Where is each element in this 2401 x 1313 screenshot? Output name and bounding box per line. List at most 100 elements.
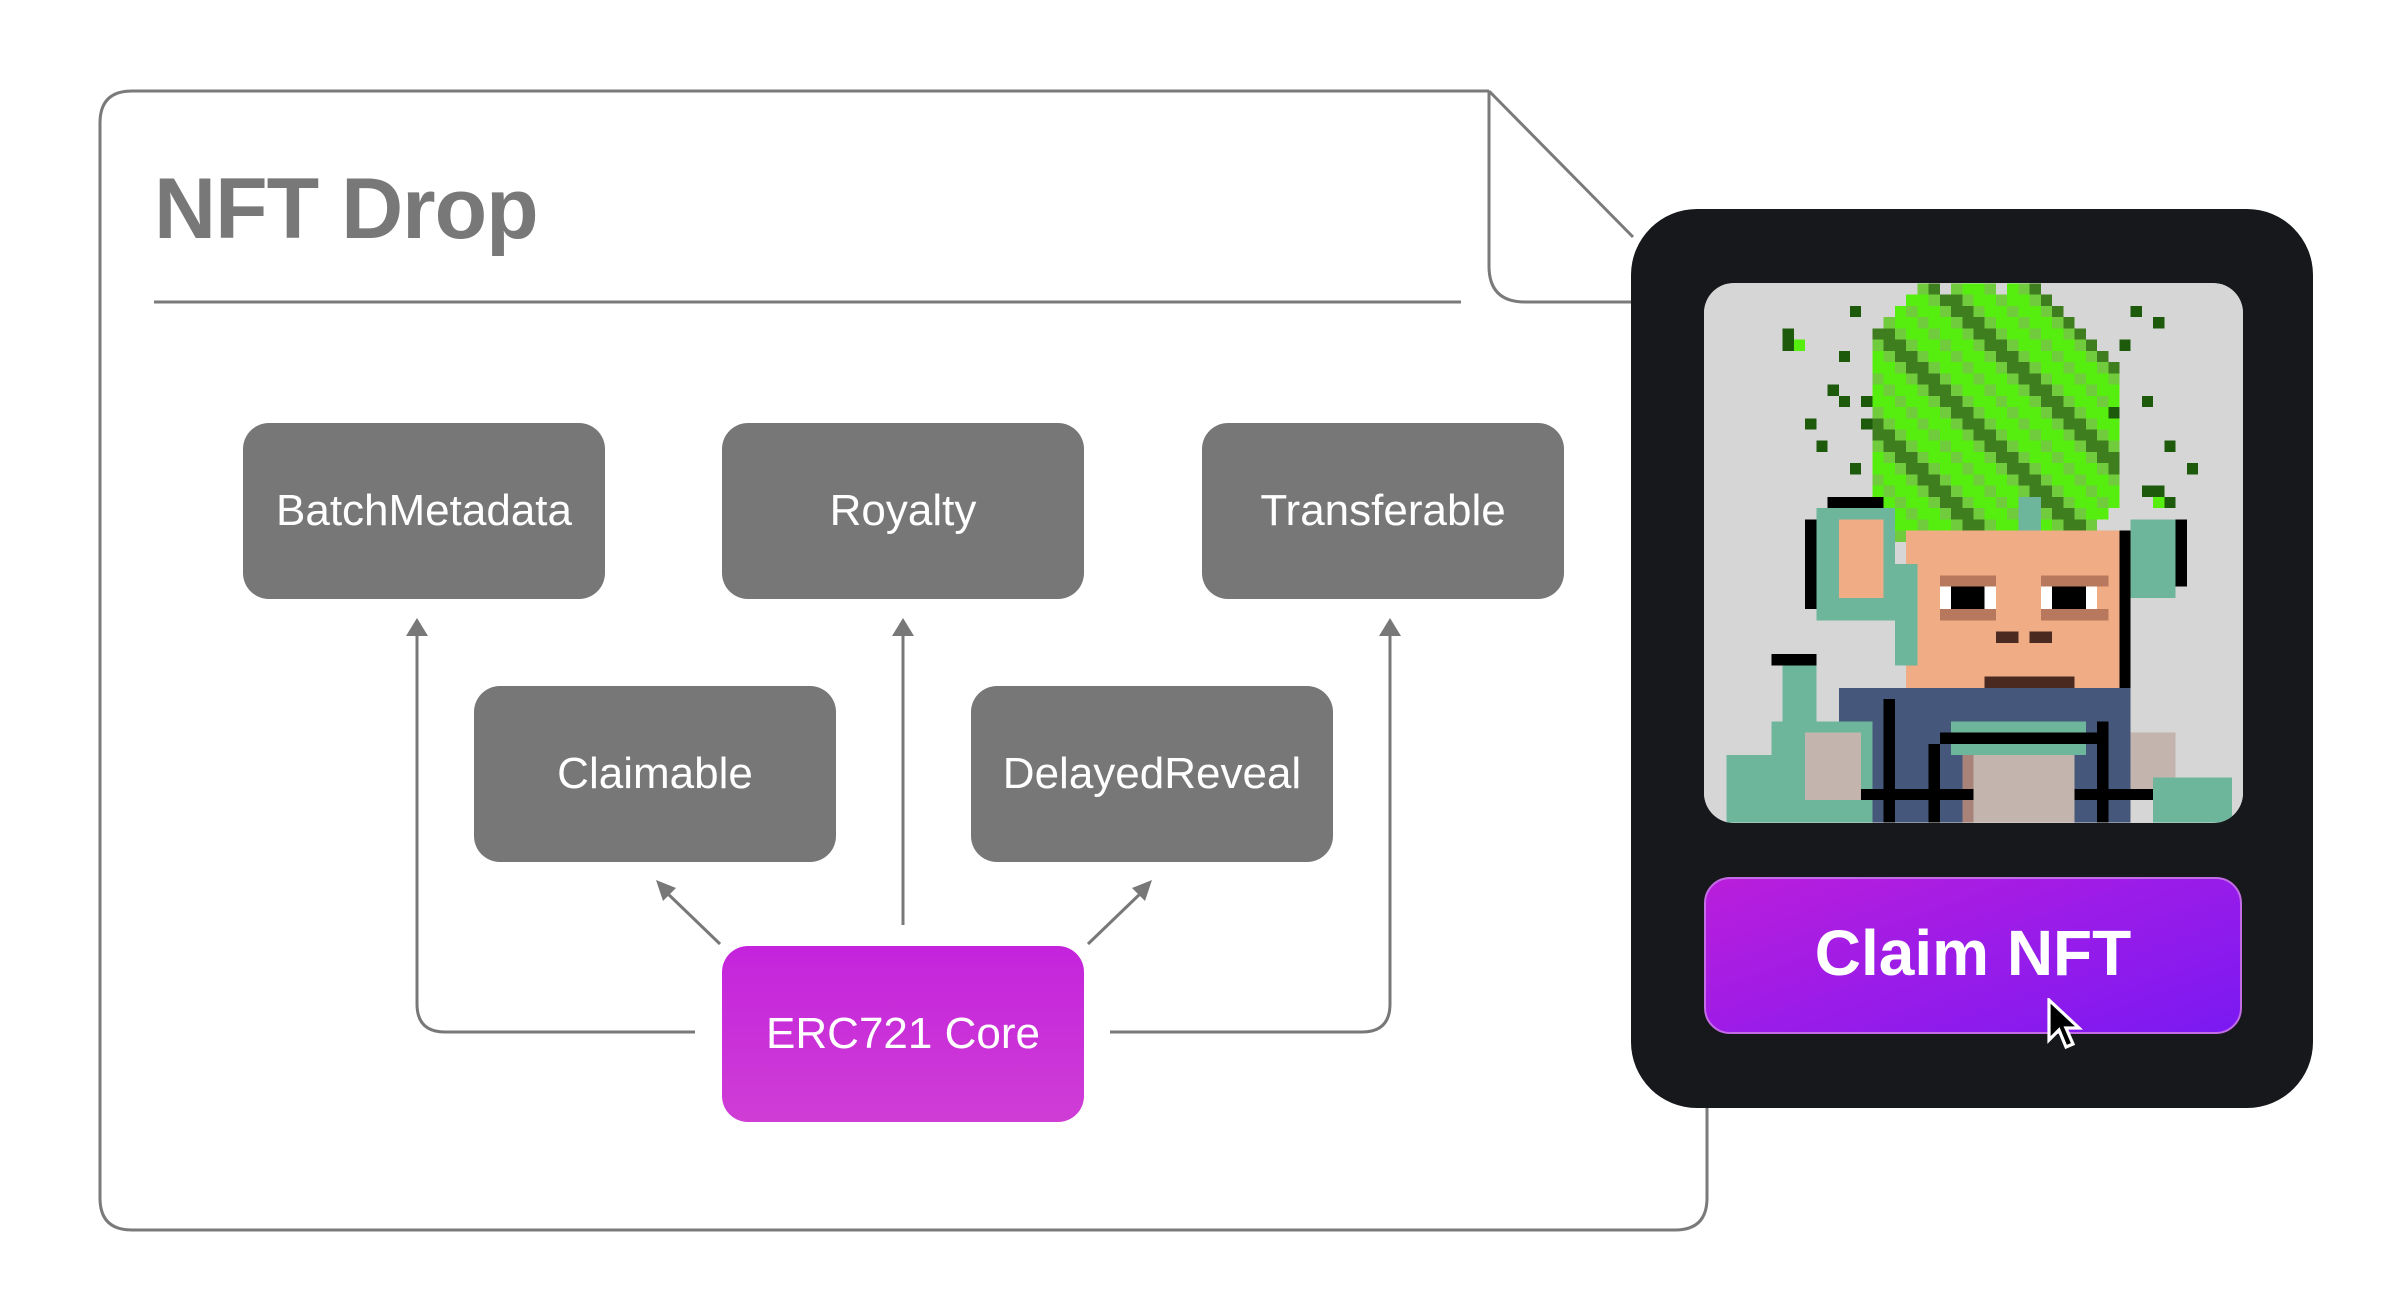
hair-pixel: [1973, 451, 1985, 464]
hair-speck: [1849, 463, 1862, 475]
hair-speck: [2108, 407, 2120, 419]
hair-pixel: [2074, 418, 2086, 430]
hair-pixel: [1984, 429, 1996, 441]
hair-speck: [2153, 496, 2165, 509]
arrowhead-batchmetadata: [406, 618, 428, 636]
hair-pixel: [2063, 384, 2075, 396]
hair-pixel: [2074, 474, 2086, 486]
hair-pixel: [1995, 350, 2008, 363]
hair-pixel: [2108, 362, 2120, 374]
module-batch-metadata: BatchMetadata: [243, 423, 605, 599]
hair-pixel: [2040, 328, 2053, 340]
hair-pixel: [2085, 373, 2098, 385]
hair-pixel: [1906, 407, 1918, 419]
hair-pixel: [1917, 395, 1929, 408]
hair-pixel: [2108, 384, 2120, 396]
hair-pixel: [2007, 317, 2019, 329]
hair-pixel: [2108, 463, 2120, 475]
edge-core-transferable: [1110, 624, 1392, 1034]
hair-pixel: [1917, 451, 1929, 464]
hair-pixel: [1973, 407, 1985, 419]
hair-pixel: [1917, 418, 1929, 430]
hair-speck: [1861, 418, 1873, 430]
hair-pixel: [1883, 384, 1895, 396]
hair-pixel: [2052, 395, 2064, 408]
hair-speck: [2119, 339, 2131, 351]
hair-pixel: [1928, 283, 1940, 295]
hair-pixel: [1951, 362, 1963, 374]
hair-pixel: [2007, 440, 2019, 452]
hair-pixel: [2063, 373, 2075, 385]
hair-pixel: [2007, 429, 2019, 441]
nostril: [1995, 631, 2019, 643]
hair-pixel: [2029, 362, 2041, 374]
hair-pixel: [1995, 339, 2008, 351]
hair-speck: [1849, 305, 1862, 318]
hair-pixel: [2040, 429, 2053, 441]
hair-pixel: [1951, 328, 1963, 340]
hair-pixel: [2074, 384, 2086, 396]
module-delayed-reveal: DelayedReveal: [971, 686, 1333, 862]
hair-pixel: [1951, 339, 1963, 351]
hair-pixel: [1939, 418, 1952, 430]
hair-pixel: [1872, 485, 1884, 497]
hair-pixel: [1894, 485, 1907, 497]
hair-pixel: [1883, 451, 1895, 464]
hair-pixel: [1894, 305, 1907, 318]
hair-pixel: [1973, 328, 1985, 340]
hair-pixel: [1928, 519, 1940, 531]
hair-pixel: [2074, 451, 2086, 464]
hair-pixel: [1906, 451, 1918, 464]
hair-pixel: [1928, 407, 1940, 419]
hair-pixel: [1894, 328, 1907, 340]
hair-pixel: [1928, 317, 1940, 329]
hair-pixel: [1984, 305, 1996, 318]
hair-pixel: [2085, 339, 2098, 351]
hair-pixel: [2018, 407, 2030, 419]
hair-pixel: [1894, 451, 1907, 464]
hair-pixel: [1894, 519, 1907, 531]
hair-pixel: [1872, 418, 1884, 430]
jacket-line: [1861, 788, 1974, 801]
hair-pixel: [1872, 384, 1884, 396]
hair-pixel: [2097, 384, 2109, 396]
hair-pixel: [2040, 362, 2053, 374]
document-fold: [1487, 89, 1635, 304]
hair-pixel: [1906, 519, 1918, 531]
hair-pixel: [1906, 294, 1918, 306]
hair-pixel: [1883, 474, 1895, 486]
hair-pixel: [1995, 474, 2008, 486]
hair-pixel: [2018, 305, 2030, 318]
hair-pixel: [2007, 339, 2019, 351]
hair-pixel: [1951, 283, 1963, 295]
right-arm: [2153, 777, 2232, 823]
hair-pixel: [1973, 317, 1985, 329]
hair-pixel: [1995, 519, 2008, 531]
hair-pixel: [1984, 496, 1996, 509]
hair-pixel: [2018, 373, 2030, 385]
hair-pixel: [1939, 429, 1952, 441]
claim-nft-button[interactable]: Claim NFT: [1704, 877, 2242, 1034]
hair-pixel: [1883, 440, 1895, 452]
hair-pixel: [1995, 429, 2008, 441]
hair-pixel: [1906, 317, 1918, 329]
hair-pixel: [2063, 451, 2075, 464]
face-outline: [2119, 530, 2131, 733]
hair-pixel: [2074, 463, 2086, 475]
hair-pixel: [2040, 384, 2053, 396]
hair-pixel: [2052, 440, 2064, 452]
hair-pixel: [2007, 305, 2019, 318]
mouth: [1984, 676, 2075, 688]
hair-pixel: [2085, 362, 2098, 374]
hair-pixel: [1872, 463, 1884, 475]
hair-pixel: [2074, 395, 2086, 408]
hair-pixel: [1917, 384, 1929, 396]
hair-pixel: [1995, 451, 2008, 464]
hair-pixel: [1951, 440, 1963, 452]
hair-pixel: [1962, 362, 1974, 374]
hair-pixel: [2097, 373, 2109, 385]
collar-line: [1939, 732, 2098, 744]
hair-pixel: [2018, 350, 2030, 363]
hair-speck: [2141, 485, 2154, 497]
hair-pixel: [1928, 485, 1940, 497]
